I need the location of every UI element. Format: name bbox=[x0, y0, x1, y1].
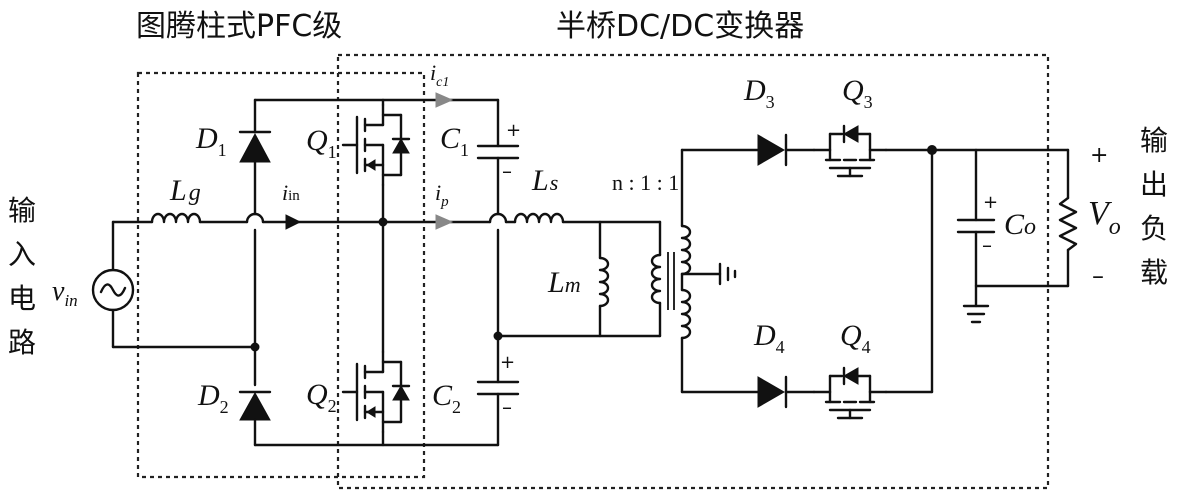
switch-q2: Q2 bbox=[306, 220, 411, 447]
diode-d2: D2 bbox=[197, 379, 272, 447]
inductor-lm: Lm bbox=[547, 220, 610, 338]
input-label-char-1: 输 bbox=[8, 194, 36, 227]
c2-plus: + bbox=[500, 352, 515, 373]
input-label-char-2: 入 bbox=[8, 238, 36, 271]
co-minus: – bbox=[982, 233, 992, 257]
output-label-char-1: 输 bbox=[1140, 124, 1168, 157]
input-circuit-label: 输 入 电 路 bbox=[8, 194, 36, 359]
inductor-lg: Lg bbox=[111, 174, 249, 224]
q3-label: Q3 bbox=[842, 74, 873, 112]
dcdc-stage-title: 半桥DC/DC变换器 bbox=[556, 9, 804, 44]
switch-q1: Q1 bbox=[306, 98, 411, 224]
load-resistor: + – Vo bbox=[1058, 143, 1121, 290]
output-load-label: 输 出 负 载 bbox=[1140, 124, 1168, 289]
ip-arrow bbox=[435, 214, 454, 230]
ls-label: Ls bbox=[531, 164, 558, 197]
capacitor-co: + – Co bbox=[956, 148, 1036, 324]
capacitor-c1: + – C1 bbox=[440, 98, 521, 216]
input-label-char-3: 电 bbox=[8, 282, 36, 315]
c1-label: C1 bbox=[440, 122, 469, 160]
pfc-stage-title: 图腾柱式PFC级 bbox=[136, 9, 342, 44]
c1-minus: – bbox=[502, 159, 512, 183]
c2-minus: – bbox=[502, 395, 512, 419]
vo-plus: + bbox=[1090, 143, 1108, 168]
lg-label: Lg bbox=[169, 174, 201, 207]
inductor-ls: Ls bbox=[504, 164, 662, 224]
lm-label: Lm bbox=[547, 266, 581, 299]
iin-label: iin bbox=[282, 180, 300, 205]
q1-label: Q1 bbox=[306, 124, 337, 162]
output-label-char-4: 载 bbox=[1140, 256, 1168, 289]
c1-plus: + bbox=[506, 120, 521, 141]
diode-d1: D1 bbox=[195, 98, 272, 387]
dcdc-stage-box bbox=[336, 53, 1050, 490]
ac-source: vin bbox=[52, 220, 135, 349]
co-plus: + bbox=[983, 192, 998, 213]
vo-label: Vo bbox=[1088, 195, 1121, 240]
vo-minus: – bbox=[1092, 262, 1104, 290]
capacitor-c2: + – C2 bbox=[432, 334, 520, 447]
transformer-ratio: n : 1 : 1 bbox=[612, 170, 679, 195]
d1-label: D1 bbox=[195, 122, 227, 160]
d4-label: D4 bbox=[753, 319, 785, 357]
output-label-char-3: 负 bbox=[1140, 212, 1168, 245]
diode-d3: D3 bbox=[680, 74, 816, 167]
d3-label: D3 bbox=[743, 74, 775, 112]
input-label-char-4: 路 bbox=[8, 326, 36, 359]
c2-label: C2 bbox=[432, 379, 461, 417]
co-label: Co bbox=[1004, 208, 1036, 241]
pfc-stage-box bbox=[136, 71, 426, 479]
ic1-arrow bbox=[435, 92, 454, 108]
q2-label: Q2 bbox=[306, 378, 337, 416]
q4-label: Q4 bbox=[840, 319, 871, 357]
source-label: vin bbox=[52, 276, 78, 310]
transformer: n : 1 : 1 bbox=[612, 148, 737, 394]
ip-label: ip bbox=[435, 180, 449, 210]
diode-d4: D4 bbox=[680, 319, 816, 409]
iin-arrow bbox=[285, 214, 302, 230]
output-label-char-2: 出 bbox=[1140, 168, 1168, 201]
ic1-label: ic1 bbox=[430, 60, 449, 90]
d2-label: D2 bbox=[197, 379, 229, 417]
switch-q4: Q4 bbox=[812, 319, 934, 420]
switch-q3: Q3 bbox=[812, 74, 934, 178]
